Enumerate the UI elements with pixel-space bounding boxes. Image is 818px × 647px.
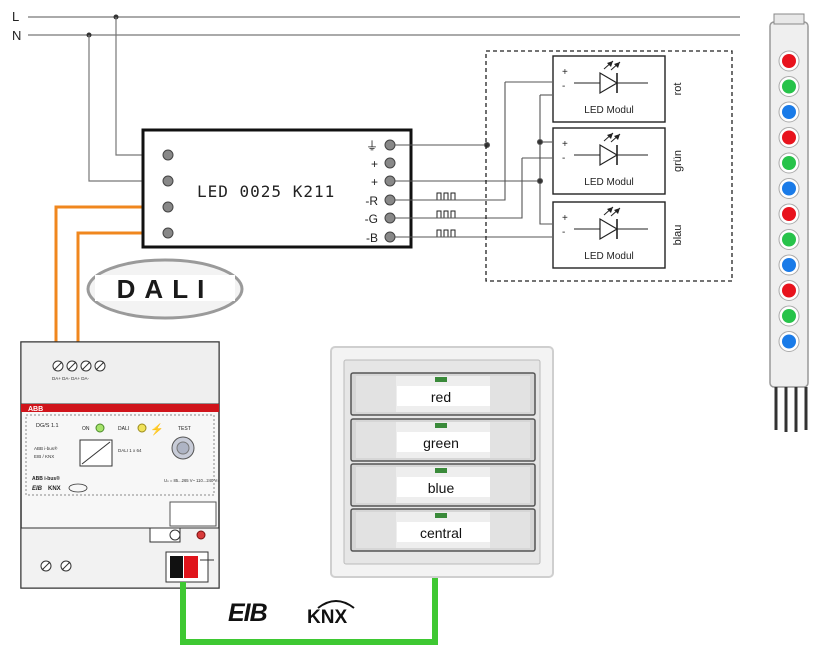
status-led: [435, 468, 447, 473]
led-module-group: [485, 50, 733, 282]
button-label: central: [420, 525, 462, 541]
strip-led: [782, 309, 796, 323]
gateway-top-terminals: DA+ DA- DA+ DA-: [52, 360, 106, 381]
controller-right-terminals: ⏚ + + -R -G -B: [365, 139, 396, 245]
strip-led: [782, 232, 796, 247]
dali-logo-text: DALI: [117, 274, 214, 304]
gateway-test-label: TEST: [178, 426, 191, 432]
svg-text:ABB i-bus®: ABB i-bus®: [32, 475, 60, 482]
gateway-voltage: Uₙ = 85...265 V~ 110...240 V=: [164, 478, 220, 483]
gateway-knx-logo: KNX: [48, 486, 61, 492]
gateway-eib-logo: EIB: [32, 486, 43, 492]
module-minus-label: -: [562, 153, 565, 164]
led-controller: LED 0025 K211 ⏚ + + -R -G -B: [141, 128, 413, 249]
strip-led: [782, 79, 796, 94]
svg-text:⚡: ⚡: [150, 423, 164, 436]
led-module-red: + - LED Modul rot: [552, 55, 684, 123]
dali-gateway: ABB DA+ DA- DA+ DA- DG/S 1.1 ON DALI ⚡ T…: [20, 341, 220, 589]
bus-connector: [165, 551, 214, 583]
controller-left-terminals: [162, 149, 174, 239]
pwm-symbols: [434, 192, 458, 238]
button-central[interactable]: central: [350, 508, 536, 552]
module-label: LED Modul: [584, 105, 633, 116]
dali-wires: [54, 205, 167, 342]
strip-led: [782, 181, 796, 196]
svg-text:DALI 1 x 64: DALI 1 x 64: [118, 448, 142, 453]
strip-pins: [774, 387, 808, 432]
strip-led: [782, 105, 796, 119]
line-n-label: N: [12, 28, 21, 43]
terminal-b-label: -B: [366, 231, 378, 245]
gateway-brand: ABB: [28, 406, 43, 413]
status-led: [435, 423, 447, 428]
terminal-plus1-label: +: [371, 157, 378, 171]
abb-red-band: [21, 404, 219, 412]
gateway-bottom-terminals: [40, 560, 72, 572]
eib-logo: EIB: [228, 599, 268, 627]
module-color-label: rot: [672, 83, 684, 96]
strip-led: [782, 283, 796, 298]
status-led: [435, 513, 447, 518]
module-color-label: blau: [672, 225, 684, 246]
module-color-label: grün: [672, 150, 684, 172]
push-buttons: red green blue central: [350, 372, 536, 552]
bus-logos: EIB KNX: [228, 599, 355, 628]
strip-led: [782, 130, 796, 145]
button-label: red: [431, 389, 451, 405]
strip-led: [782, 258, 796, 272]
mains-lines: L N: [12, 9, 740, 182]
terminal-ground-label: ⏚: [366, 139, 378, 153]
button-label: green: [423, 435, 459, 451]
module-minus-label: -: [562, 227, 565, 238]
module-minus-label: -: [562, 81, 565, 92]
rgb-led-strip: [769, 13, 809, 432]
terminal-r-label: -R: [365, 194, 378, 208]
module-label: LED Modul: [584, 251, 633, 262]
status-led: [435, 377, 447, 382]
gateway-on-label: ON: [82, 426, 90, 432]
led-output-wires: [395, 81, 552, 238]
terminal-plus2-label: +: [371, 175, 378, 189]
strip-led: [782, 156, 796, 170]
button-label: blue: [428, 480, 455, 496]
strip-led: [782, 207, 796, 221]
gateway-model: DG/S 1.1: [36, 423, 59, 429]
knx-logo: KNX: [307, 607, 347, 628]
module-label: LED Modul: [584, 177, 633, 188]
svg-text:EIB / KNX: EIB / KNX: [34, 454, 54, 459]
line-l-label: L: [12, 9, 19, 24]
button-blue[interactable]: blue: [350, 463, 536, 507]
led-module-green: + - LED Modul grün: [552, 127, 684, 195]
led-modules: + - LED Modul rot + - LED Modul grün + - LED Modul…: [552, 55, 684, 269]
strip-led: [782, 54, 796, 68]
dali-logo: DALI: [86, 258, 244, 320]
terminal-g-label: -G: [365, 212, 378, 226]
gateway-dali-label: DALI: [118, 426, 129, 432]
module-plus-label: +: [562, 67, 568, 78]
button-green[interactable]: green: [350, 418, 536, 462]
gateway-bus-text: ABB i-bus®: [34, 445, 58, 451]
module-plus-label: +: [562, 139, 568, 150]
gateway-top-terminal-labels: DA+ DA- DA+ DA-: [52, 376, 90, 381]
strip-led: [782, 334, 796, 349]
module-plus-label: +: [562, 213, 568, 224]
controller-label: LED 0025 K211: [197, 182, 335, 201]
led-module-blue: + - LED Modul blau: [552, 201, 684, 269]
button-red[interactable]: red: [350, 372, 536, 416]
knx-bus-wire: [180, 576, 438, 645]
